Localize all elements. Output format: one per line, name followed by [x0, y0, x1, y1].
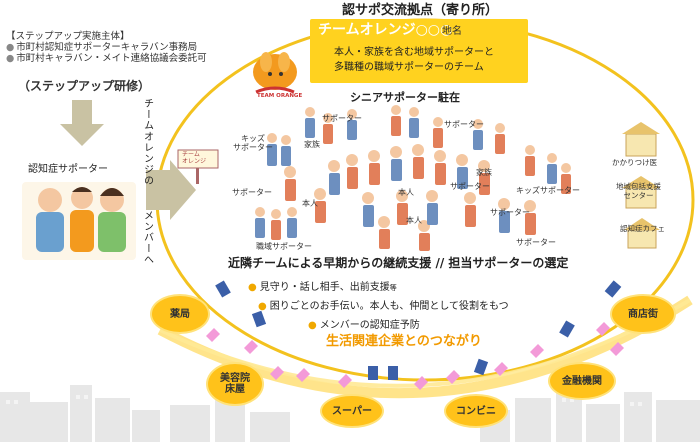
neighborhood-support-label: 近隣チームによる早期からの継続支援 // 担当サポーターの選定 [228, 256, 569, 270]
facility-icons [622, 122, 660, 249]
bullet-dot-icon: ● [248, 282, 257, 293]
label-workplace-supporter: 職域サポーター [256, 242, 312, 251]
label-dementia-cafe: 認知症カフェ [620, 224, 665, 233]
region-name: 地名 [442, 26, 462, 37]
label-person: 本人 [398, 188, 414, 197]
label-supporter: サポーター [444, 120, 484, 129]
bullet-icon: ● [6, 41, 15, 53]
label-supporter: サポーター [490, 208, 530, 217]
label-family: 家族 [476, 168, 492, 177]
store-beauty-salon: 美容院 床屋 [208, 364, 262, 404]
label-supporter: サポーター [516, 238, 556, 247]
bullet-item: ●メンバーの認知症予防 [308, 320, 420, 331]
stepup-item: ●市町村キャラバン・メイト連絡協議会委託可 [6, 52, 207, 64]
label-person: 本人 [302, 199, 318, 208]
vertical-label-member: メンバーへ [141, 210, 153, 265]
label-person: 本人 [406, 216, 422, 225]
supporter-group-illustration [22, 182, 136, 260]
label-family: 家族 [304, 140, 320, 149]
store-convenience: コンビニ [446, 396, 506, 426]
label-supporter: サポーター [232, 188, 272, 197]
down-arrow [60, 100, 104, 146]
bullet-dot-icon: ● [258, 301, 267, 312]
bullet-item: ●見守り・話し相手、出前支援等 [248, 282, 397, 293]
team-orange-logo [253, 52, 297, 94]
people-crowd [255, 105, 571, 251]
right-arrow [146, 160, 196, 220]
team-header-box [310, 19, 528, 83]
store-pharmacy: 薬局 [152, 296, 208, 332]
helping-hands [206, 280, 624, 390]
stepup-training-label: （ステップアップ研修） [18, 79, 151, 93]
label-supporter: サポーター [322, 114, 362, 123]
life-link-arc [157, 295, 693, 399]
stepup-item: ●市町村認知症サポーターキャラバン事務局 [6, 41, 198, 53]
dementia-supporter-label: 認知症サポーター [28, 164, 108, 175]
label-family-doctor: かかりつけ医 [612, 158, 658, 167]
stepup-header: 【ステップアップ実施主体】 [6, 31, 130, 42]
store-financial-institution: 金融機関 [550, 364, 614, 398]
signpost-label: チーム オレンジ [182, 151, 207, 165]
label-kids-supporter: キッズサポーター [516, 186, 580, 195]
label-kids-supporter: キッズ サポーター [233, 134, 273, 153]
logo-text: TEAM ORANGE [257, 93, 303, 99]
senior-supporter-label: シニアサポーター駐在 [350, 91, 460, 104]
team-description: 本人・家族を含む地域サポーターと 多職種の職域サポーターのチーム [334, 47, 494, 73]
bullet-icon: ● [6, 52, 15, 64]
bullet-dot-icon: ● [308, 320, 317, 331]
life-link-label: 生活関連企業とのつながり [326, 334, 482, 349]
stepup-organizer-box: 【ステップアップ実施主体】 ●市町村認知症サポーターキャラバン事務局 ●市町村キ… [6, 31, 207, 65]
store-shopping-street: 商店街 [612, 296, 674, 332]
label-community-center: 地域包括支援 センター [616, 182, 661, 200]
vertical-label-team-orange: チームオレンジの [141, 98, 153, 186]
bullet-item: ●困りごとのお手伝い。本人も、仲間として役割をもつ [258, 301, 509, 312]
team-orange-signpost [177, 149, 219, 184]
team-name: チームオレンジ○○○ [318, 22, 453, 38]
store-supermarket: スーパー [322, 396, 382, 426]
hub-title: 認サポ交流拠点（寄り所） [342, 3, 499, 18]
label-supporter: サポーター [450, 182, 490, 191]
